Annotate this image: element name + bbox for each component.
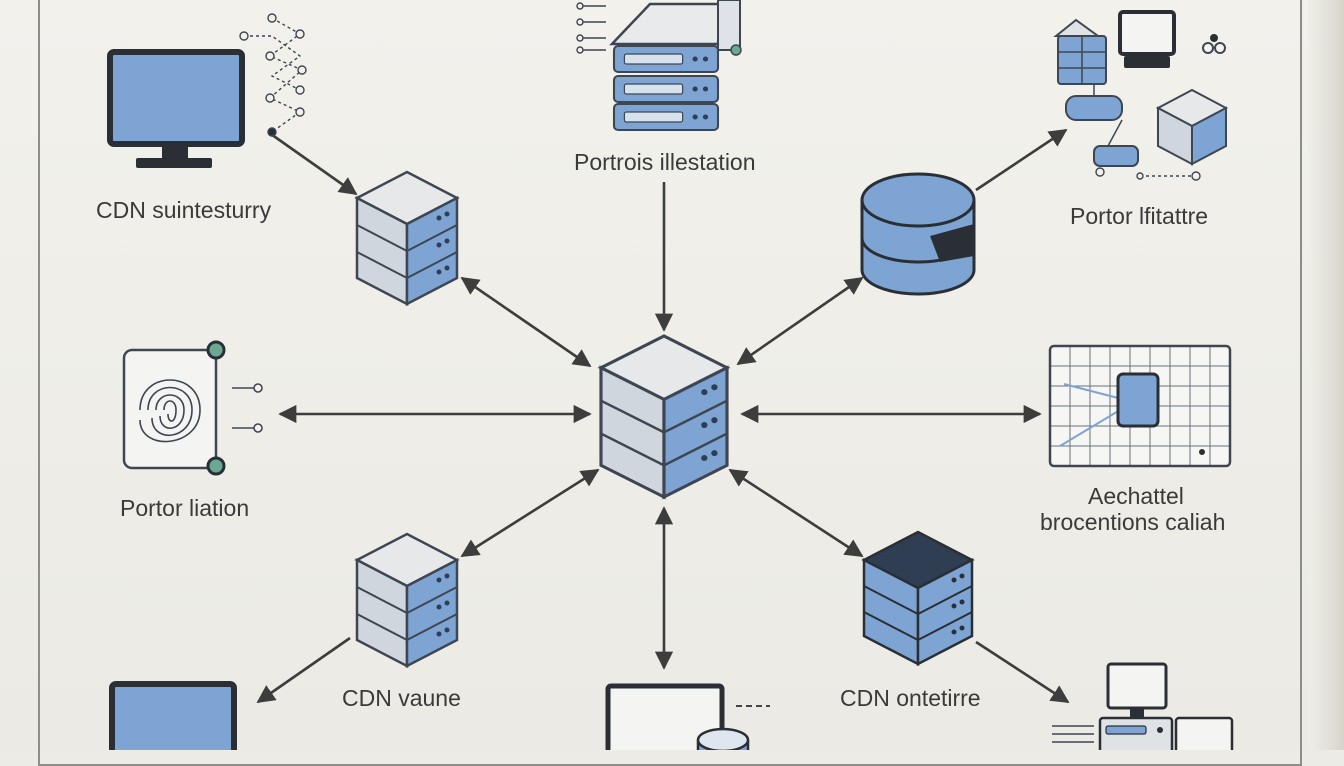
arrow-top-left	[267, 130, 358, 196]
label-mid-right-line-1: Aechattel	[1088, 483, 1184, 509]
peripheral-devices-icon	[1053, 10, 1229, 181]
arrow-bottom-right	[728, 468, 864, 558]
label-bottom-left: CDN vaune	[342, 685, 461, 711]
dark-server-stack-icon	[861, 530, 975, 667]
fingerprint-icon	[122, 340, 263, 476]
grid-map-icon	[1048, 344, 1232, 468]
arrow-database	[736, 276, 864, 366]
server-stack-icon	[355, 532, 459, 668]
arrow-bottom-left	[460, 468, 600, 558]
label-top-center: Portrois illestation	[574, 149, 756, 175]
monitor-icon	[109, 681, 237, 750]
connection-arrows	[256, 128, 1070, 704]
desktop-computer-icon	[1052, 662, 1234, 750]
database-icon	[860, 172, 976, 296]
paper-edge	[1308, 0, 1344, 750]
server-stack-icon	[355, 170, 459, 306]
server-tower-icon	[576, 0, 742, 132]
arrow-lower-right-computer	[975, 640, 1070, 704]
network-graph-icon	[239, 13, 307, 137]
arrow-top-right	[975, 128, 1068, 192]
arrow-lower-left-monitor	[256, 636, 351, 704]
label-top-right: Portor lfitattre	[1070, 203, 1209, 229]
label-bottom-right: CDN ontetirre	[840, 685, 981, 711]
label-top-left: CDN suintesturry	[96, 197, 272, 223]
monitor-icon	[107, 49, 245, 168]
laptop-database-icon	[605, 683, 770, 750]
label-mid-right-line-2: brocentions caliah	[1040, 509, 1226, 535]
network-diagram	[107, 0, 1234, 750]
label-mid-left: Portor liation	[120, 495, 250, 521]
central-hub-server-icon	[599, 334, 729, 499]
arrow-left-server	[460, 276, 592, 368]
